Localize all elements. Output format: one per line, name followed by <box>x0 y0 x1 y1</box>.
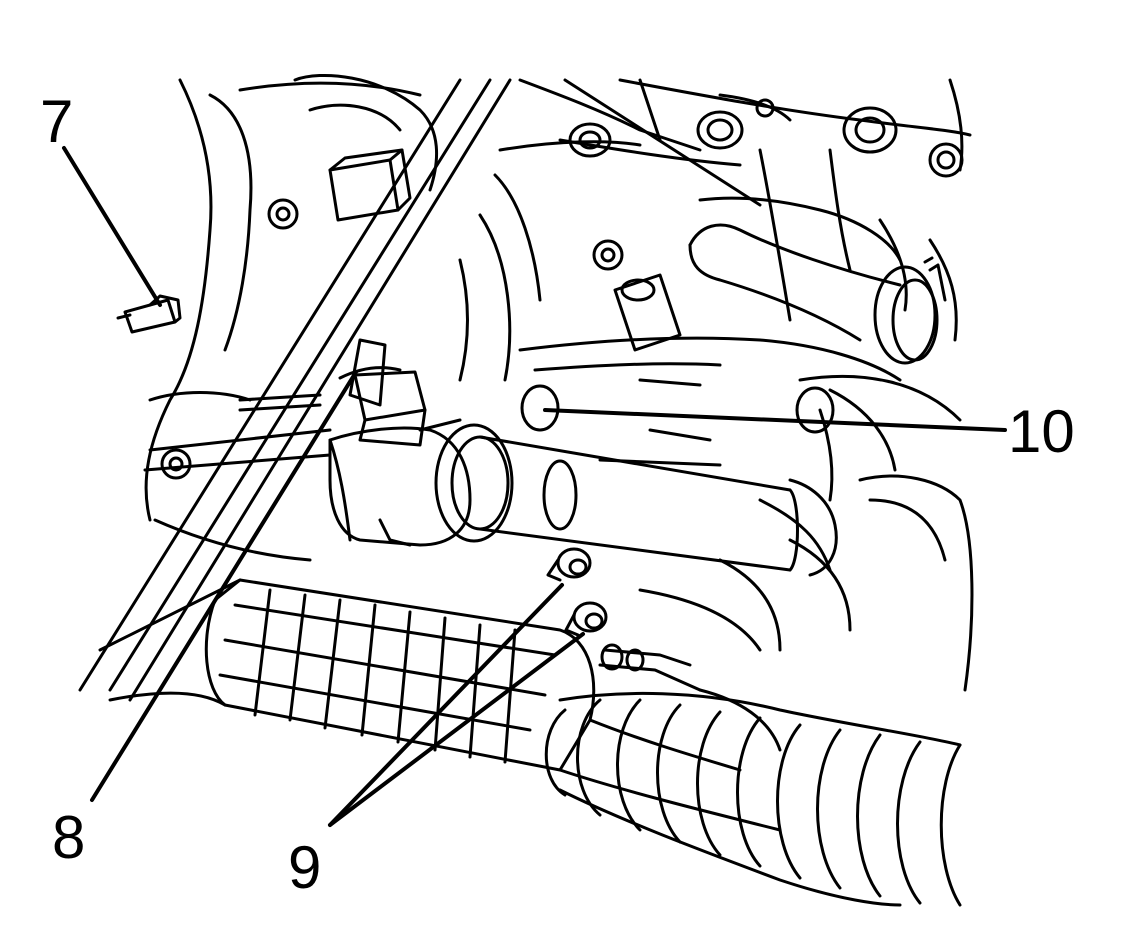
leader-line-9a <box>328 583 564 827</box>
callout-10: 10 <box>1008 398 1075 465</box>
steering-gear-housing <box>328 418 472 547</box>
callout-labels: 7 8 9 10 <box>40 88 1075 901</box>
electrical-connector <box>328 148 412 222</box>
bracket-bolt-7 <box>116 294 182 334</box>
leader-line-10 <box>543 408 1007 432</box>
steering-boot <box>544 691 962 907</box>
leader-line-7 <box>62 146 162 307</box>
leader-line-9b <box>328 632 585 827</box>
tie-rod-end <box>598 643 782 752</box>
coolant-hose <box>688 223 947 365</box>
subframe-crossmember <box>98 578 782 832</box>
engine-block <box>143 74 974 692</box>
pressure-pipes <box>78 78 762 702</box>
callout-7: 7 <box>40 88 73 155</box>
mounting-bolts-9 <box>546 547 608 637</box>
bolts <box>160 98 964 480</box>
callout-9: 9 <box>288 834 321 901</box>
rack-tube <box>434 423 838 577</box>
leader-line-8 <box>90 370 358 802</box>
leader-lines <box>62 146 1007 827</box>
callout-8: 8 <box>52 804 85 871</box>
sensor-plug <box>613 273 682 352</box>
